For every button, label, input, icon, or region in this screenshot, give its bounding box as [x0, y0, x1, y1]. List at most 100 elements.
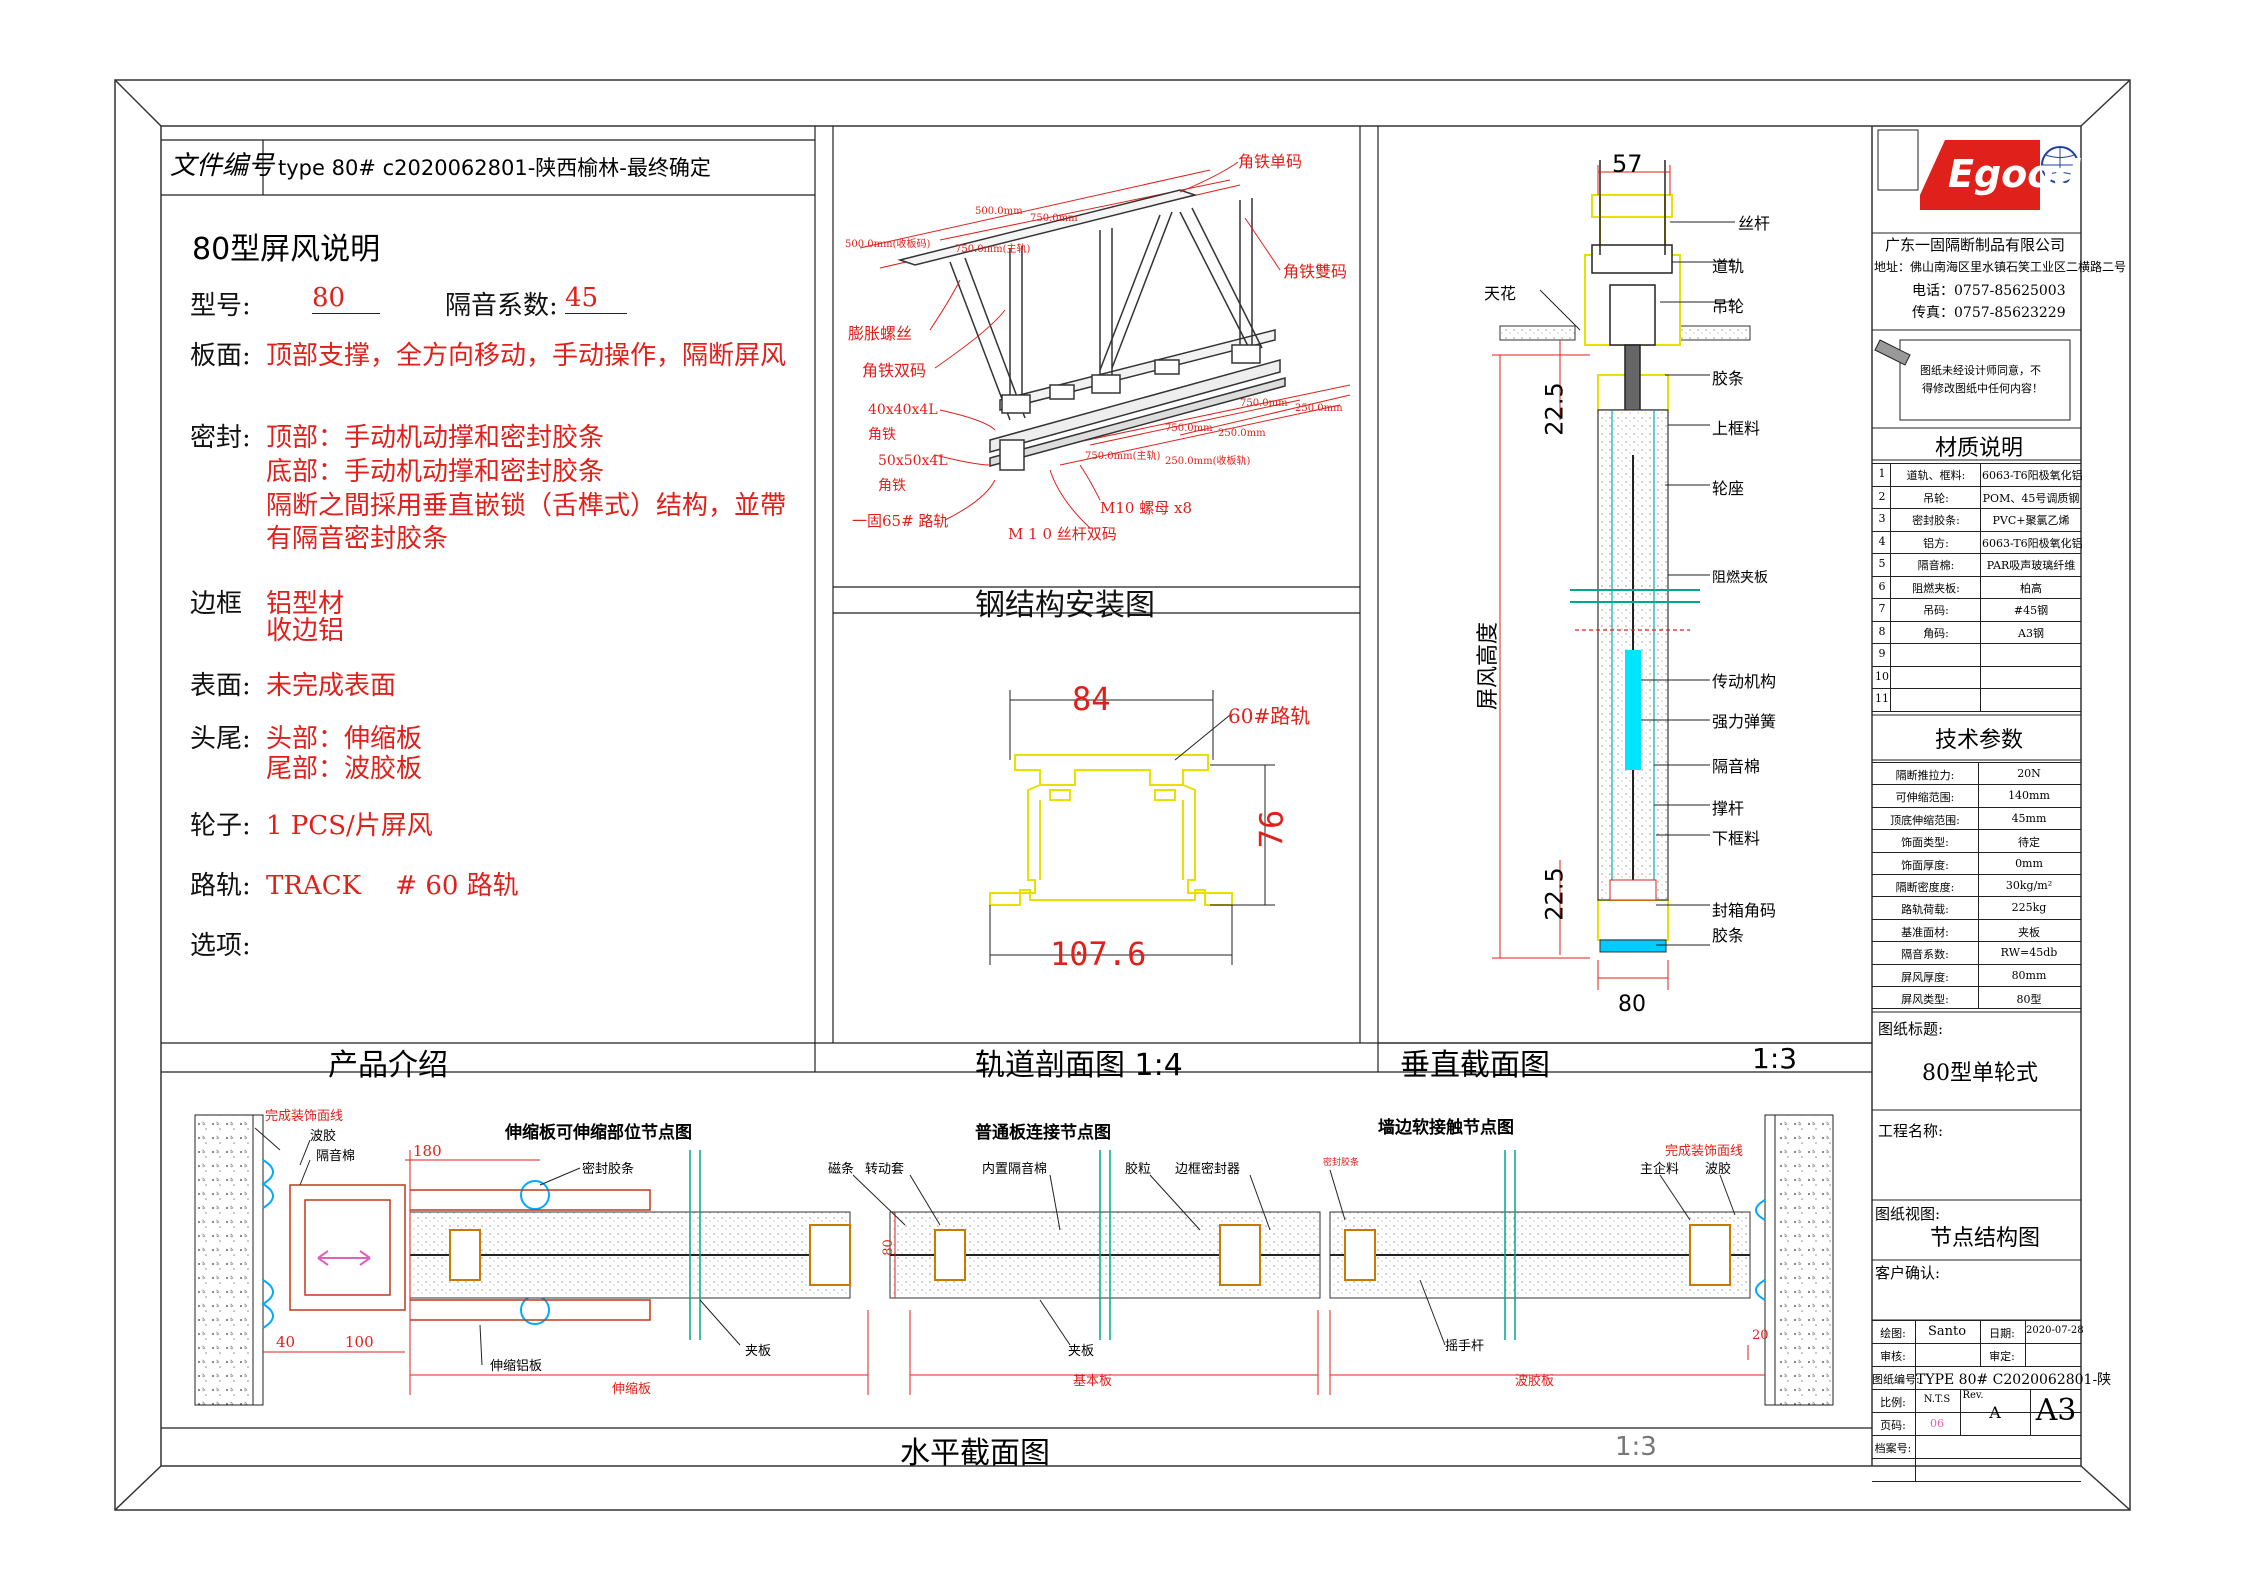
h-turn: 转动套 — [865, 1162, 905, 1177]
intro-title: 80型屏风说明 — [192, 232, 381, 267]
rev-label: Rev. — [1962, 1390, 1984, 1401]
material-spec: 6063-T6阳极氧化铝 — [1982, 469, 2083, 482]
material-no: 6 — [1878, 579, 1886, 593]
company-fax: 传真：0757-85623229 — [1912, 305, 2066, 321]
material-name: 吊轮: — [1923, 491, 1949, 505]
grid-line — [1872, 1458, 2081, 1459]
page-value: 06 — [1930, 1417, 1944, 1430]
grid-line — [1872, 1435, 2081, 1436]
dim-750: 750.0mm — [1030, 213, 1078, 224]
grid-line — [1872, 806, 2081, 808]
grid-line — [1872, 1389, 2081, 1390]
h-80: 80 — [880, 1239, 896, 1256]
grid-line — [1872, 530, 2081, 532]
v-top-dim: 57 — [1612, 150, 1643, 178]
v-gap-bottom: 22.5 — [1540, 867, 1569, 921]
grid-line — [1872, 1320, 2081, 1321]
tech-value: 0mm — [2015, 856, 2043, 870]
number-value: TYPE 80# C2020062801-陕 — [1916, 1372, 2112, 1388]
company-name: 广东一固隔断制品有限公司 — [1885, 236, 2066, 254]
v-label-0: 丝杆 — [1738, 214, 1771, 233]
steel-angle-double-label: 角铁双码 — [862, 361, 927, 380]
dim-250b: 250.0mm — [1218, 428, 1266, 439]
ends-label: 头尾: — [190, 724, 251, 754]
tech-value: 45mm — [2011, 811, 2047, 825]
dim-750c: 750.0mm — [1240, 398, 1288, 409]
steel-a40-label: 40x40x4L — [868, 402, 938, 418]
surface-value: 未完成表面 — [266, 671, 397, 701]
material-name: 铝方: — [1923, 536, 1949, 550]
date-label: 日期: — [1989, 1327, 2015, 1340]
v-label-11: 下框料 — [1712, 829, 1761, 848]
grid-line — [2030, 1389, 2031, 1435]
grid-line — [1872, 575, 2081, 577]
material-no: 3 — [1878, 512, 1886, 525]
v-label-7: 传动机构 — [1712, 672, 1777, 691]
track-value: TRACK # 60 路轨 — [266, 871, 519, 901]
material-no: 1 — [1878, 467, 1886, 480]
material-spec: 柏高 — [2020, 581, 2042, 595]
notice-line-2: 得修改图纸中任何内容！ — [1922, 382, 2043, 395]
dim-500b: 500.0mm(收板码) — [845, 239, 931, 250]
tech-name: 顶底伸缩范围: — [1890, 813, 1960, 827]
material-no: 11 — [1875, 692, 1889, 705]
grid-line — [1890, 463, 1891, 711]
grid-line — [1872, 986, 2081, 987]
material-spec: POM、45号调质钢 — [1982, 491, 2080, 505]
steel-a50-label: 50x50x4L — [878, 453, 948, 469]
material-spec: A3钢 — [2018, 626, 2044, 640]
grid-line — [1872, 508, 2081, 509]
h-cotton: 隔音棉 — [316, 1149, 356, 1164]
v-label-5: 轮座 — [1712, 479, 1745, 498]
h-scale: 1:3 — [1615, 1432, 1657, 1462]
v-label-8: 强力弹簧 — [1712, 712, 1777, 731]
v-label-4: 上框料 — [1712, 419, 1761, 438]
material-name: 角码: — [1923, 626, 1949, 640]
grid-line — [1915, 1320, 1916, 1481]
v-label-2: 吊轮 — [1712, 297, 1745, 316]
material-no: 9 — [1878, 647, 1886, 660]
h-finish: 完成装饰面线 — [265, 1109, 344, 1124]
tech-name: 可伸缩范围: — [1895, 791, 1955, 805]
steel-a50b-label: 角铁 — [878, 478, 906, 494]
tech-name: 隔音系数: — [1901, 948, 1949, 962]
track-name: 60#路轨 — [1228, 704, 1311, 728]
ratio-label: 比例: — [1880, 1396, 1906, 1409]
v-label-10: 撑杆 — [1712, 799, 1745, 818]
sound-label: 隔音系数: — [445, 291, 558, 321]
grid-line — [1872, 829, 2081, 831]
steel-track-label: 一固65# 路轨 — [852, 512, 949, 530]
seal-line-1: 顶部：手动机动撑和密封胶条 — [266, 423, 605, 453]
material-name: 道轨、框料: — [1906, 469, 1966, 482]
h-board-1: 夹板 — [745, 1344, 772, 1359]
material-spec: PVC+聚氯乙烯 — [1992, 514, 2070, 527]
project-label: 工程名称: — [1878, 1122, 1944, 1140]
v-scale: 1:3 — [1752, 1042, 1798, 1075]
material-no: 7 — [1878, 602, 1886, 615]
wheel-label: 轮子: — [190, 811, 251, 841]
h-20: 20 — [1752, 1328, 1769, 1343]
egood-logo — [1877, 129, 2079, 210]
tech-name: 基准面材: — [1901, 925, 1949, 939]
material-no: 8 — [1878, 624, 1886, 638]
material-no: 4 — [1878, 534, 1886, 548]
h-glue: 胶粒 — [1125, 1162, 1152, 1177]
tech-title: 技术参数 — [1935, 728, 2024, 753]
v-label-6: 阻燃夹板 — [1712, 570, 1768, 586]
v-label-12: 封箱角码 — [1712, 901, 1777, 920]
steel-double-label: 角铁雙码 — [1283, 262, 1348, 281]
notice-box — [1874, 339, 2071, 421]
tech-value: 30kg/m² — [2005, 879, 2053, 892]
h-100: 100 — [345, 1333, 374, 1351]
company-tel: 电话：0757-85625003 — [1912, 283, 2066, 299]
material-no: 10 — [1875, 669, 1889, 683]
seal-line-3: 隔断之間採用垂直嵌锁（舌榫式）结构，並帶 — [266, 491, 787, 521]
v-height-label: 屏风高度 — [1476, 621, 1502, 711]
tech-name: 路轨荷载: — [1901, 903, 1949, 917]
tech-name: 隔断密度度: — [1895, 881, 1955, 894]
grid-line — [1872, 941, 2081, 943]
h-ext-al: 伸缩铝板 — [490, 1359, 543, 1374]
steel-bolt-label: 膨胀螺丝 — [848, 324, 913, 343]
h-finish-2: 完成装饰面线 — [1665, 1144, 1744, 1159]
sound-value: 45 — [565, 283, 627, 314]
